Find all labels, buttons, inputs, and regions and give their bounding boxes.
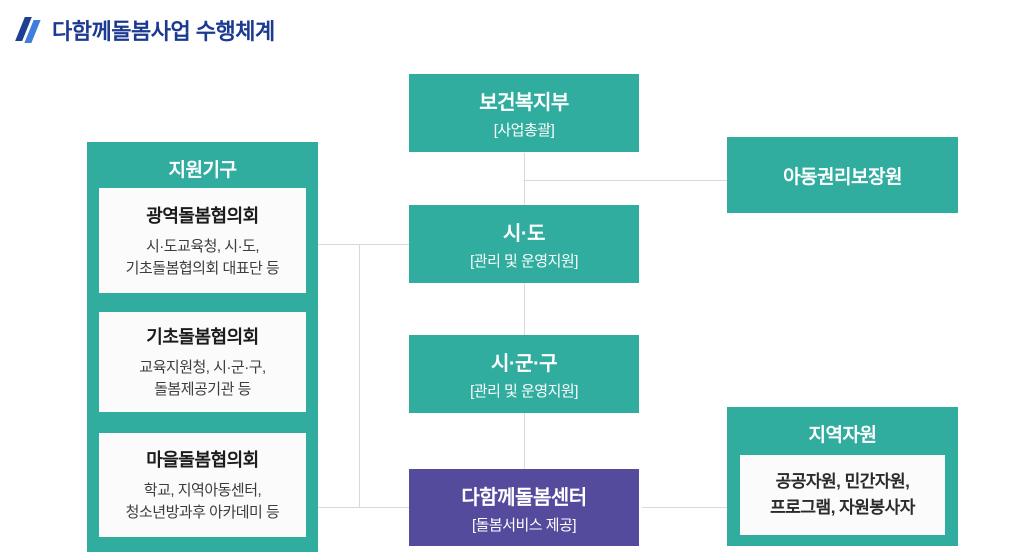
desc-line: 돌봄제공기관 등: [154, 381, 251, 398]
connector-mohw-ncrc: [524, 180, 727, 181]
support-item-metropolitan-desc: 시·도교육청, 시·도, 기초돌봄협의회 대표단 등: [126, 236, 280, 280]
local-resources-header: 지역자원: [808, 425, 877, 446]
node-care-center-title: 다함께돌봄센터: [461, 486, 587, 509]
support-panel-header: 지원기구: [168, 160, 237, 181]
node-sido: 시·도 [관리 및 운영지원]: [409, 205, 639, 283]
connector-center-local: [642, 507, 727, 508]
node-sido-subtitle: [관리 및 운영지원]: [470, 253, 578, 270]
local-resources-box: 공공자원, 민간자원, 프로그램, 자원봉사자: [740, 455, 945, 535]
support-item-basic: 기초돌봄협의회 교육지원청, 시·군·구, 돌봄제공기관 등: [99, 312, 306, 412]
support-item-village-desc: 학교, 지역아동센터, 청소년방과후 아카데미 등: [126, 480, 280, 524]
page-title-text: 다함께돌봄사업 수행체계: [52, 19, 275, 44]
desc-line: 교육지원청, 시·군·구,: [139, 359, 266, 376]
connector-support-sido: [318, 244, 409, 245]
double-slash-icon: [14, 15, 42, 45]
node-care-center-subtitle: [돌봄서비스 제공]: [471, 516, 577, 534]
desc-line: 청소년방과후 아카데미 등: [125, 504, 280, 521]
desc-line: 학교, 지역아동센터,: [143, 482, 262, 499]
node-sigungu-subtitle: [관리 및 운영지원]: [470, 383, 578, 400]
node-mohw-subtitle: [사업총괄]: [493, 122, 555, 139]
support-panel: 지원기구 광역돌봄협의회 시·도교육청, 시·도, 기초돌봄협의회 대표단 등 …: [87, 142, 318, 552]
desc-line: 공공자원, 민간자원,: [775, 472, 910, 491]
page-title: 다함께돌봄사업 수행체계: [14, 14, 275, 46]
node-mohw: 보건복지부 [사업총괄]: [409, 74, 639, 152]
support-item-basic-desc: 교육지원청, 시·군·구, 돌봄제공기관 등: [139, 357, 266, 401]
node-ncrc-title: 아동권리보장원: [783, 166, 902, 188]
connector-sido-sigungu: [524, 283, 525, 335]
support-item-basic-title: 기초돌봄협의회: [146, 327, 259, 347]
desc-line: 프로그램, 자원봉사자: [770, 498, 915, 517]
support-item-village-title: 마을돌봄협의회: [146, 450, 259, 470]
connector-support-vertical: [359, 244, 360, 507]
node-mohw-title: 보건복지부: [479, 92, 569, 114]
local-resources-panel: 지역자원 공공자원, 민간자원, 프로그램, 자원봉사자: [727, 407, 958, 546]
support-item-metropolitan: 광역돌봄협의회 시·도교육청, 시·도, 기초돌봄협의회 대표단 등: [99, 188, 306, 293]
connector-mohw-sido: [524, 153, 525, 205]
support-item-village: 마을돌봄협의회 학교, 지역아동센터, 청소년방과후 아카데미 등: [99, 433, 306, 537]
node-sido-title: 시·도: [503, 223, 545, 245]
node-sigungu-title: 시·군·구: [490, 353, 558, 375]
connector-sigungu-center: [524, 413, 525, 469]
desc-line: 시·도교육청, 시·도,: [145, 237, 260, 255]
node-care-center: 다함께돌봄센터 [돌봄서비스 제공]: [409, 469, 639, 546]
connector-support-center: [318, 507, 409, 508]
support-item-metropolitan-title: 광역돌봄협의회: [146, 205, 259, 226]
node-sigungu: 시·군·구 [관리 및 운영지원]: [409, 335, 639, 413]
node-ncrc: 아동권리보장원: [727, 137, 958, 213]
local-resources-desc: 공공자원, 민간자원, 프로그램, 자원봉사자: [770, 469, 915, 521]
desc-line: 기초돌봄협의회 대표단 등: [125, 259, 280, 277]
